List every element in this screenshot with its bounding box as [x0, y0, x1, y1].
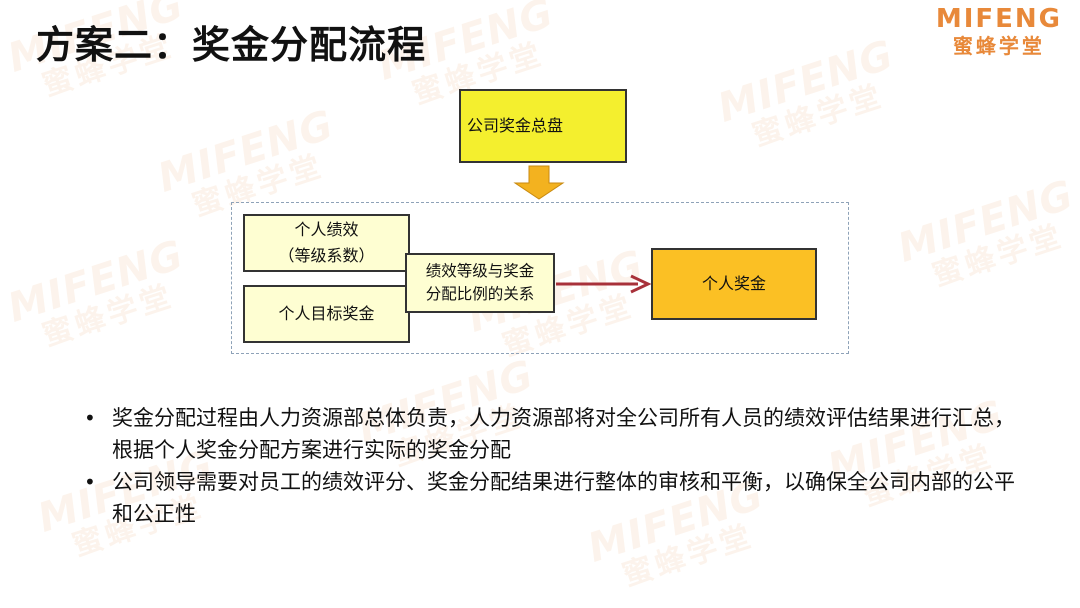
watermark-logo-text: MIFENG	[2, 231, 190, 332]
brand-logo: MIFENG 蜜蜂学堂	[936, 6, 1062, 56]
brand-logo-chinese: 蜜蜂学堂	[952, 34, 1045, 58]
relation-label-line2: 分配比例的关系	[425, 285, 535, 303]
watermark-logo-text: 蜜蜂学堂	[748, 78, 889, 154]
company-bonus-pool-label: 公司奖金总盘	[467, 116, 564, 136]
watermark-logo-text: MIFENG	[892, 171, 1080, 272]
company-bonus-pool-node: 公司奖金总盘	[459, 89, 627, 163]
watermark-logo-text: 蜜蜂学堂	[38, 278, 179, 354]
personal-target-bonus-node: 个人目标奖金	[243, 285, 410, 343]
brand-logo-english: MIFENG	[935, 4, 1062, 34]
personal-performance-label: 个人绩效	[294, 220, 359, 240]
relation-label-line1: 绩效等级与奖金	[425, 261, 535, 280]
bullet-list: • 奖金分配过程由人力资源部总体负责，人力资源部将对全公司所有人员的绩效评估结果…	[82, 402, 1022, 530]
performance-grade-coefficient-label: （等级系数）	[278, 246, 375, 265]
personal-target-bonus-label: 个人目标奖金	[278, 304, 375, 324]
bullet-dot-icon: •	[84, 470, 96, 494]
down-arrow-icon	[513, 165, 565, 200]
watermark-logo-text: MIFENG	[712, 31, 900, 132]
bullet-text: 公司领导需要对员工的绩效评分、奖金分配结果进行整体的审核和平衡，以确保全公司内部…	[112, 470, 1015, 526]
personal-bonus-label: 个人奖金	[701, 274, 766, 294]
grade-allocation-relation-node: 绩效等级与奖金 分配比例的关系	[405, 253, 555, 313]
bullet-text: 奖金分配过程由人力资源部总体负责，人力资源部将对全公司所有人员的绩效评估结果进行…	[112, 406, 1015, 462]
slide-title: 方案二：奖金分配流程	[36, 23, 427, 67]
personal-performance-node: 个人绩效 （等级系数）	[243, 214, 410, 272]
bullet-item: • 公司领导需要对员工的绩效评分、奖金分配结果进行整体的审核和平衡，以确保全公司…	[82, 466, 1022, 530]
diagram-group-frame	[231, 202, 849, 354]
watermark-logo-text: 蜜蜂学堂	[928, 218, 1069, 294]
watermark-logo-text: MIFENG	[152, 101, 340, 202]
personal-bonus-node: 个人奖金	[651, 248, 817, 320]
bullet-dot-icon: •	[84, 406, 96, 430]
bullet-item: • 奖金分配过程由人力资源部总体负责，人力资源部将对全公司所有人员的绩效评估结果…	[82, 402, 1022, 466]
